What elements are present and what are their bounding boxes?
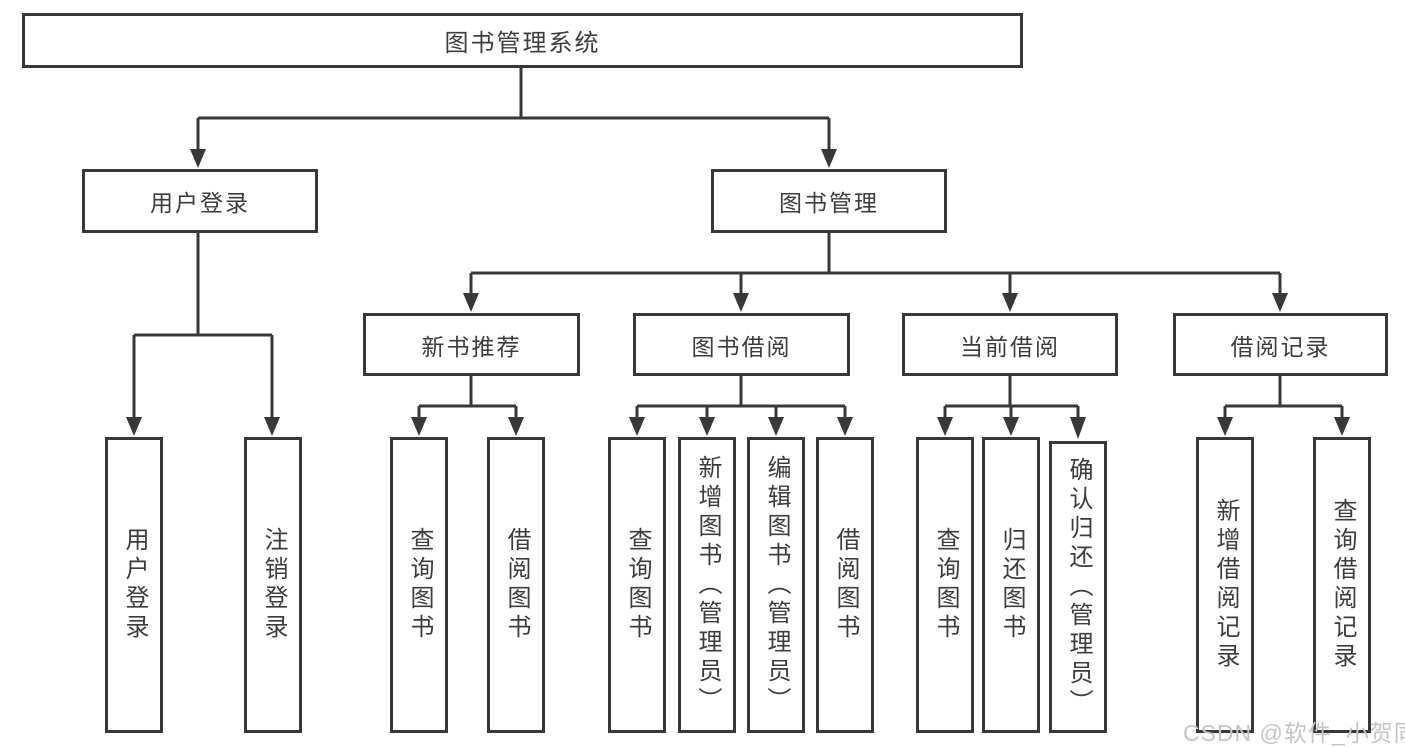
leaf-add-borrow-record: 新增借阅记录 (1196, 437, 1254, 733)
leaf-query-books-recommend: 查询图书 (390, 437, 448, 733)
connector-current-borrowing-children (943, 376, 1080, 418)
leaf-confirm-return-admin: 确认归还（管理员） (1049, 441, 1107, 733)
node-user-login: 用户登录 (82, 169, 318, 233)
node-label: 图书管理系统 (444, 30, 601, 57)
node-label: 借阅记录 (1230, 333, 1331, 360)
node-label: 查询图书 (932, 527, 959, 643)
node-library-management-system: 图书管理系统 (22, 13, 1023, 68)
leaf-borrow-books-recommend: 借阅图书 (487, 437, 545, 733)
node-label: 编辑图书（管理员） (763, 454, 790, 716)
leaf-query-borrow-record: 查询借阅记录 (1313, 437, 1371, 733)
node-label: 确认归还（管理员） (1065, 456, 1092, 718)
node-label: 新增借阅记录 (1212, 498, 1239, 672)
csdn-watermark: CSDN @软件_小贺同学 (1183, 720, 1405, 746)
node-label: 查询图书 (624, 527, 651, 643)
connector-new-book-children (417, 376, 518, 418)
leaf-user-login: 用户登录 (105, 437, 163, 733)
arrowheads (126, 149, 1350, 439)
connector-book-management-children (469, 233, 1282, 294)
node-label: 借阅图书 (832, 527, 859, 643)
node-book-management: 图书管理 (711, 169, 947, 233)
node-label: 新书推荐 (421, 333, 522, 360)
node-current-borrowing: 当前借阅 (902, 313, 1118, 376)
node-label: 查询图书 (406, 527, 433, 643)
leaf-return-books: 归还图书 (982, 437, 1040, 733)
node-label: 归还图书 (998, 527, 1025, 643)
connector-borrow-records-children (1223, 376, 1344, 418)
leaf-add-books-admin: 新增图书（管理员） (678, 437, 736, 733)
leaf-edit-books-admin: 编辑图书（管理员） (747, 437, 805, 733)
node-label: 当前借阅 (960, 333, 1060, 360)
connector-user-login-children (132, 233, 274, 418)
node-label: 借阅图书 (503, 527, 530, 643)
node-label: 图书借阅 (691, 333, 792, 360)
leaf-query-books-borrowing: 查询图书 (608, 437, 666, 733)
node-label: 图书管理 (779, 190, 879, 216)
leaf-query-books-current: 查询图书 (916, 437, 974, 733)
node-label: 用户登录 (121, 527, 148, 643)
connector-book-borrowing-children (635, 376, 847, 418)
node-label: 查询借阅记录 (1329, 498, 1356, 672)
leaf-logout-login: 注销登录 (244, 437, 302, 733)
node-borrowing-records: 借阅记录 (1173, 313, 1388, 376)
leaf-borrow-books: 借阅图书 (816, 437, 874, 733)
node-new-book-recommendation: 新书推荐 (363, 313, 580, 376)
node-label: 用户登录 (150, 190, 250, 216)
node-label: 新增图书（管理员） (694, 454, 721, 716)
node-book-borrowing: 图书借阅 (633, 313, 850, 376)
node-label: 注销登录 (260, 527, 287, 643)
connector-root-to-level2 (196, 68, 831, 150)
